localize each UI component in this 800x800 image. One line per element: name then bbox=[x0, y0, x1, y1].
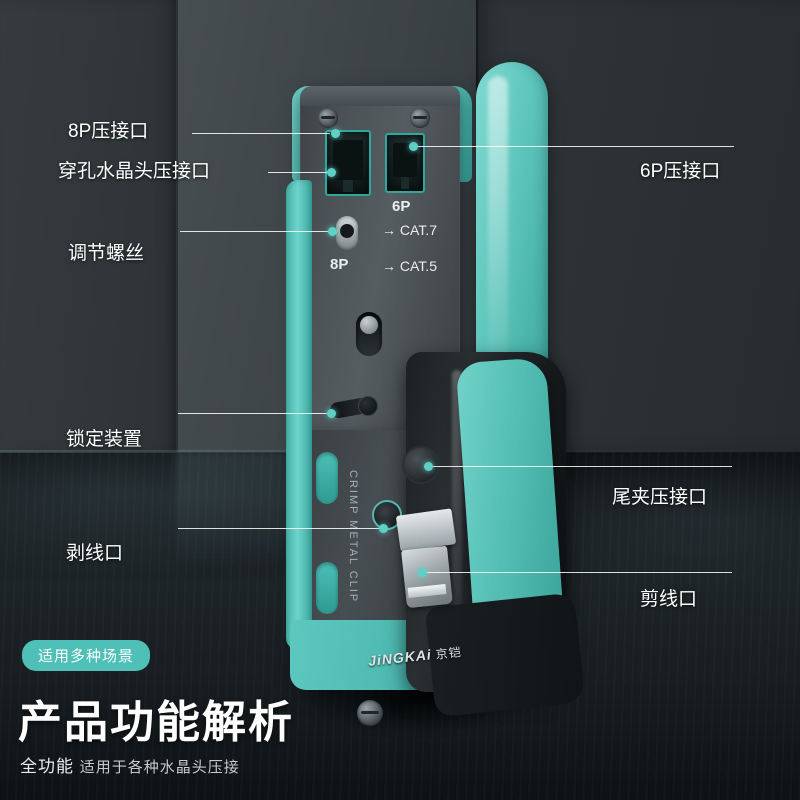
crimp-port-8p-tab bbox=[342, 180, 354, 192]
leader-dot-port-6p bbox=[409, 142, 418, 151]
adjustment-screw-head bbox=[340, 224, 354, 238]
leader-line-adjust-screw bbox=[180, 231, 332, 232]
callout-label-port-8p: 8P压接口 bbox=[68, 121, 149, 142]
screw-icon-top-right bbox=[410, 108, 430, 128]
leader-dot-port-8p bbox=[331, 129, 340, 138]
leader-line-port-6p bbox=[414, 146, 734, 147]
tool-oval-slot-pin bbox=[360, 316, 378, 334]
tool-teal-slot-lower bbox=[316, 562, 338, 614]
leader-line-tail-clip bbox=[430, 466, 732, 467]
metal-clip-plate bbox=[395, 508, 457, 552]
tool-handle-highlight bbox=[488, 76, 508, 366]
crimp-port-8p bbox=[325, 130, 371, 196]
callout-label-lock-device: 锁定装置 bbox=[66, 429, 143, 450]
subline-text: 全功能 适用于各种水晶头压接 bbox=[20, 752, 240, 777]
callout-label-tail-clip: 尾夹压接口 bbox=[612, 487, 708, 508]
headline-text: 产品功能解析 bbox=[18, 698, 294, 747]
scenario-pill: 适用多种场景 bbox=[22, 640, 151, 671]
callout-label-port-6p: 6P压接口 bbox=[640, 161, 721, 182]
brand-name-cn: 京铠 bbox=[435, 645, 463, 662]
callout-label-pass-through: 穿孔水晶头压接口 bbox=[58, 161, 211, 182]
callout-label-adjust-screw: 调节螺丝 bbox=[68, 243, 145, 264]
leader-dot-strip-port bbox=[379, 524, 388, 533]
leader-dot-adjust-screw bbox=[328, 227, 337, 236]
cutting-blade bbox=[401, 545, 453, 609]
leader-dot-cut-port bbox=[418, 568, 427, 577]
subline-main: 全功能 bbox=[20, 757, 74, 776]
leader-dot-pass-through bbox=[327, 168, 336, 177]
locking-device-knob bbox=[358, 396, 378, 416]
tool-vertical-marking: CRIMP METAL CLIP bbox=[347, 470, 359, 604]
wall-panel-left bbox=[0, 0, 176, 452]
subline-sub: 适用于各种水晶头压接 bbox=[79, 759, 240, 776]
leader-line-lock-device bbox=[178, 413, 330, 414]
tool-teal-side-strip bbox=[286, 180, 312, 650]
tool-lever-highlight bbox=[452, 370, 462, 670]
tool-marking-6p: 6P bbox=[392, 198, 411, 215]
screw-icon-bottom bbox=[357, 700, 383, 726]
tool-head-top-edge bbox=[300, 86, 460, 106]
tool-marking-cat5: → CAT.5 bbox=[382, 258, 437, 274]
crimp-port-6p bbox=[385, 133, 425, 193]
crimp-port-6p-tab bbox=[400, 177, 410, 189]
leader-line-cut-port bbox=[424, 572, 732, 573]
leader-line-port-8p bbox=[192, 133, 330, 134]
crimp-port-8p-cavity bbox=[333, 140, 363, 180]
leader-line-pass-through bbox=[268, 172, 330, 173]
tool-fixed-handle bbox=[476, 62, 548, 392]
callout-label-strip-port: 剥线口 bbox=[66, 543, 124, 564]
screw-icon-top-left bbox=[318, 108, 338, 128]
wall-seam-left bbox=[176, 0, 178, 452]
tool-marking-8p: 8P bbox=[330, 256, 349, 273]
callout-label-cut-port: 剪线口 bbox=[640, 589, 698, 610]
leader-dot-tail-clip bbox=[424, 462, 433, 471]
leader-line-strip-port bbox=[178, 528, 383, 529]
tail-clip-pivot bbox=[402, 446, 440, 484]
leader-dot-lock-device bbox=[327, 409, 336, 418]
tool-teal-slot-upper bbox=[316, 452, 338, 504]
tool-marking-cat7: → CAT.7 bbox=[382, 222, 437, 238]
